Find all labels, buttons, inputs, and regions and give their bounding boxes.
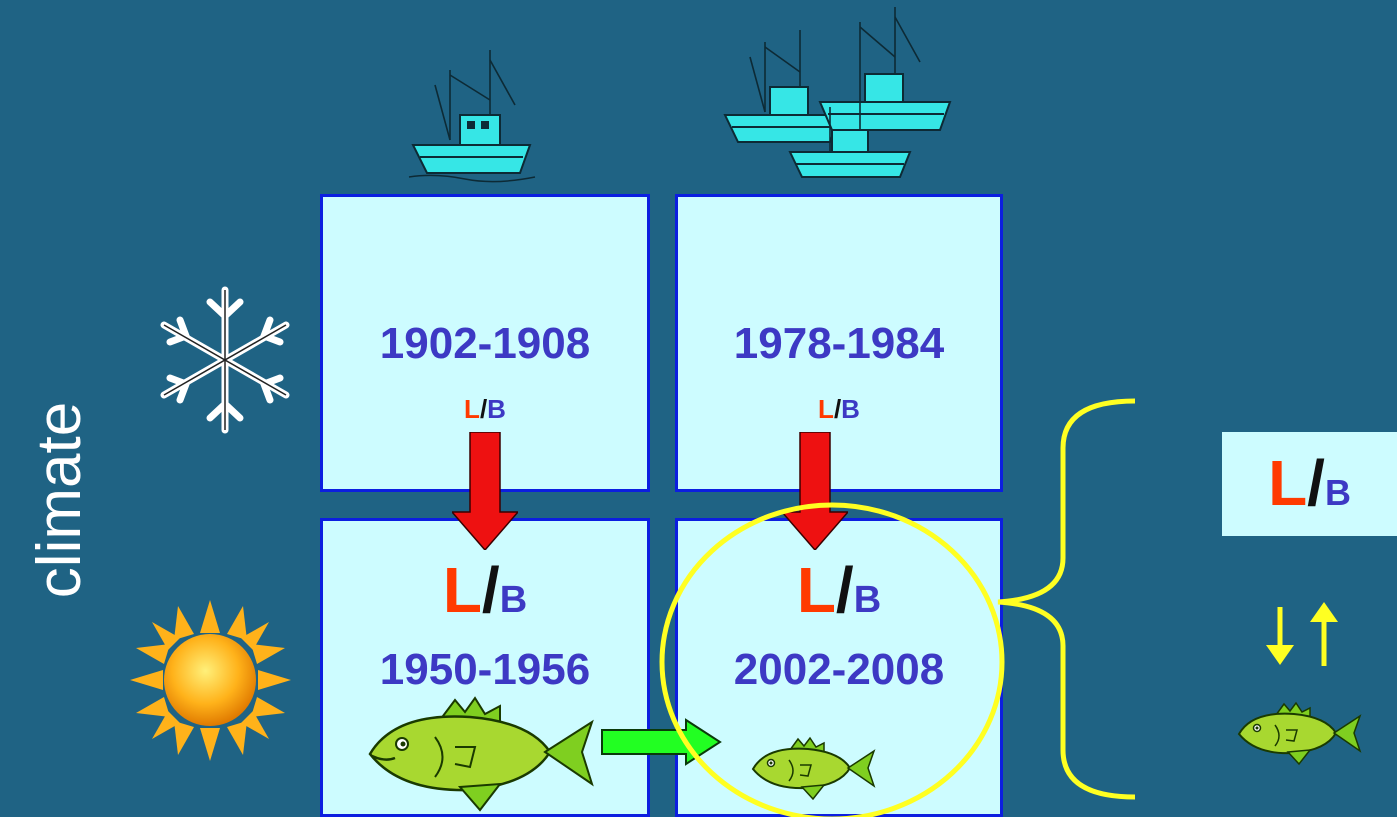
down-arrow-icon [1266, 607, 1294, 665]
climate-axis-label: climate [25, 401, 94, 599]
curly-brace [997, 398, 1136, 800]
single-fishing-boat-icon [408, 50, 536, 183]
lb-ratio-legend: L/B [1268, 447, 1351, 519]
up-arrow-icon [1310, 602, 1338, 666]
red-arrow-right [782, 432, 848, 550]
lb-legend-box: L/B [1222, 432, 1397, 536]
box-cold-high-fishing: 1978-1984 L/B [675, 194, 1003, 492]
lb-ratio-small: L/B [818, 394, 860, 424]
period-label: 1950-1956 [379, 645, 591, 694]
highlight-circle [659, 502, 1005, 817]
large-fish-icon [368, 696, 594, 812]
lb-ratio-small: L/B [464, 394, 506, 424]
period-label: 1978-1984 [733, 319, 945, 368]
small-fish-icon [751, 736, 876, 800]
lb-ratio-large: L/B [796, 554, 882, 626]
period-label: 1902-1908 [379, 319, 591, 368]
red-arrow-left [452, 432, 518, 550]
period-label: 2002-2008 [733, 645, 945, 694]
lb-ratio-large: L/B [442, 554, 528, 626]
legend-fish-icon [1237, 701, 1362, 766]
fishing-fleet-icon [723, 7, 952, 178]
snowflake-icon [160, 286, 290, 434]
sun-icon [130, 600, 291, 761]
